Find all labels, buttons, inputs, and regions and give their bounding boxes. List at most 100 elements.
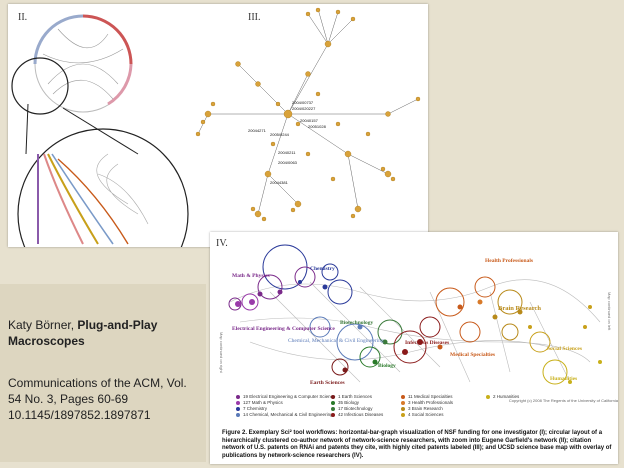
legend-label: Infectious Diseases [344,412,384,417]
patent-label: 2004/020227 [292,106,316,111]
legend-item: 4 Social Sciences [401,412,453,418]
legend-label: Biology [344,400,360,405]
legend-count: 11 [408,394,413,399]
legend-count: 42 [338,412,344,417]
region-label-health-professionals: Health Professionals [485,258,533,264]
region-label-biotechnology: Biotechnology [340,320,374,326]
legend-count: 19 [243,394,249,399]
legend-count: 35 [338,400,344,405]
legend-count: 17 [338,406,344,411]
legend-label: Math & Physics [251,400,283,405]
patent-label: 2004/00737 [292,100,314,105]
legend-column: 2 Humanities [486,394,519,400]
legend-label: Medical Specialties [413,394,453,399]
legend-swatch [331,412,335,417]
legend-item: 11 Medical Specialties [401,394,453,400]
legend-swatch [236,400,240,405]
map-continued-left: Map continued on right [219,332,224,374]
legend-count: 2 [493,394,496,399]
legend-item: 1 Earth Sciences [331,394,383,400]
science-map-graphic: IV. Map continued on right Map continued… [216,238,612,386]
citation-title-part-2: Macroscopes [8,334,85,348]
panel-2-3-graphic: II. III. [11,7,421,247]
legend-swatch [236,412,240,417]
region-label-medical-specialties: Medical Specialties [450,352,495,358]
legend-count: 14 [243,412,249,417]
legend-item: 3 Health Professionals [401,400,453,406]
legend-swatch [401,394,405,399]
patent-label: 2004/0063 [278,160,298,165]
region-label-social-sciences: Social Sciences [547,346,582,352]
patent-label: 20044271 [248,128,267,133]
region-label-earth-sciences: Earth Sciences [310,380,345,386]
legend-item: 3 Brain Research [401,406,453,412]
citation-box: Katy Börner, Plug-and-Play Macroscopes C… [0,284,206,462]
map-copyright: Copyright (c) 2008 The Regents of the Un… [508,398,618,403]
circular-network-zoom [17,103,189,247]
panel-4-label: IV. [216,238,228,249]
region-label-chem-mech-civil: Chemical, Mechanical & Civil Engineering [288,338,384,344]
legend-item: 127 Math & Physics [236,400,335,406]
legend-label: Chemistry [246,406,268,411]
legend-swatch [401,400,405,405]
legend-label: Brain Research [411,406,443,411]
legend-swatch [236,394,240,399]
region-label-chemistry: Chemistry [310,266,335,272]
patent-label: 2005/0244 [270,132,290,137]
legend-label: Electrical Engineering & Computer Scienc… [249,394,336,399]
patent-label: 20044381 [270,180,289,185]
legend-label: Health Professionals [411,400,454,405]
patent-label: 20040157 [300,118,319,123]
legend-count: 3 [408,400,411,405]
region-label-math-physics: Math & Physics [232,273,270,279]
citation-journal-line-2: 54 No. 3, Pages 60-69 [8,392,129,406]
legend-swatch [331,406,335,411]
patent-label: 20040211 [278,150,296,155]
legend-swatch [401,412,405,417]
legend-item: 17 Biotechnology [331,406,383,412]
region-label-humanities: Humanities [550,376,577,382]
panel-3-label: III. [248,12,261,23]
region-label-eecs: Electrical Engineering & Computer Scienc… [232,326,335,332]
legend-swatch [331,394,335,399]
figure-panel-top: II. III. [8,4,428,247]
figure-caption: Figure 2. Exemplary Sci² tool workflows:… [222,430,612,459]
legend-swatch [486,394,490,399]
legend-item: 2 Humanities [486,394,519,400]
legend-count: 1 [338,394,341,399]
legend-item: 42 Infectious Diseases [331,412,383,418]
legend-label: Biotechnology [344,406,373,411]
region-label-infectious-diseases: Infectious Diseases [405,340,449,346]
legend-label: Chemical, Mechanical & Civil Engineering [249,412,333,417]
map-continued-right: Map continued on left [607,292,612,331]
legend-count: 3 [408,406,411,411]
citation-title-line-2: Macroscopes [8,334,85,348]
legend-count: 127 [243,400,251,405]
legend-swatch [401,406,405,411]
patent-label: 20051028 [308,124,327,129]
citation-author-title-line-1: Katy Börner, Plug-and-Play [8,318,157,332]
legend-swatch [236,406,240,411]
legend-column: 19 Electrical Engineering & Computer Sci… [236,394,335,418]
circular-network-top [11,14,133,115]
figure-panel-bottom: IV. Map continued on right Map continued… [210,232,618,464]
legend-count: 4 [408,412,411,417]
citation-network: 2004/00737 2004/020227 20040157 20051028… [195,7,421,222]
region-label-biology: Biology [378,363,396,369]
panel-2-label: II. [18,12,27,23]
legend-count: 7 [243,406,246,411]
legend-item: 35 Biology [331,400,383,406]
legend-label: Humanities [496,394,520,399]
legend-swatch [331,400,335,405]
legend-label: Social Sciences [411,412,444,417]
citation-author: Katy Börner, [8,318,78,332]
legend-item: 14 Chemical, Mechanical & Civil Engineer… [236,412,335,418]
legend-item: 19 Electrical Engineering & Computer Sci… [236,394,335,400]
legend-item: 7 Chemistry [236,406,335,412]
region-label-brain-research: Brain Research [498,305,541,312]
citation-title-part-1: Plug-and-Play [77,318,158,332]
region-labels: Math & Physics Chemistry Health Professi… [232,258,582,386]
citation-doi: 10.1145/1897852.1897871 [8,408,151,422]
